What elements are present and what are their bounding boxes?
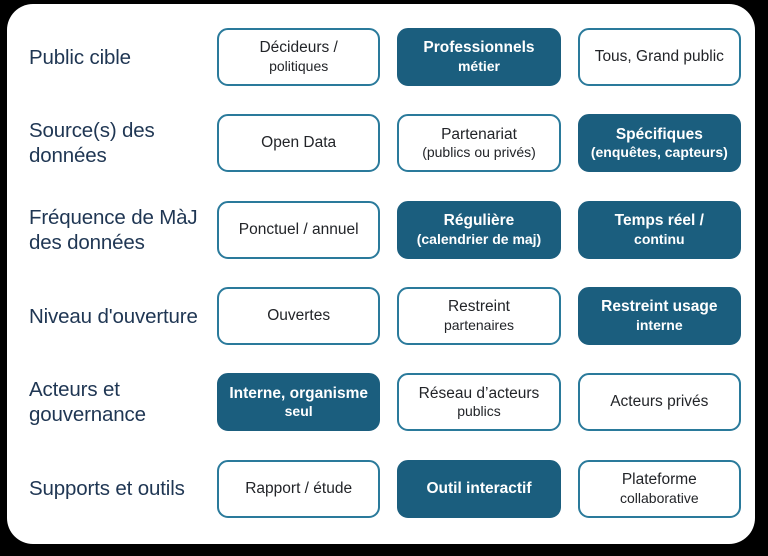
option-label: Partenariat [441,125,517,143]
option-label: Réseau d’acteurs [418,384,540,402]
option-content: Temps réel /continu [615,212,704,247]
option-source-s-des-donnees-open-data[interactable]: Open Data [217,114,381,173]
option-sublabel: continu [634,230,685,247]
option-frequence-de-maj-des-donnees-reguliere[interactable]: Régulière(calendrier de maj) [397,200,561,259]
option-label: Ponctuel / annuel [238,220,359,238]
option-content: Open Data [261,134,336,153]
matrix-row-frequence-de-maj-des-donnees: Fréquence de MàJ des données Ponctuel / a… [21,187,741,273]
option-label: Professionnels [423,39,535,57]
option-source-s-des-donnees-partenariat[interactable]: Partenariat(publics ou privés) [397,114,561,173]
option-label: Temps réel / [614,212,704,230]
option-sublabel: (calendrier de maj) [416,230,542,247]
row-label-supports-et-outils: Supports et outils [29,477,185,501]
option-label: Ouvertes [267,306,331,324]
option-sublabel: métier [457,58,500,75]
option-content: Spécifiques(enquêtes, capteurs) [591,126,728,161]
option-label: Open Data [261,134,337,152]
matrix-card: Public cible Décideurs /politiques Profess… [7,4,755,544]
option-sublabel: partenaires [443,317,515,334]
row-options-frequence-de-maj-des-donnees: Ponctuel / annuel Régulière(calendrier de… [217,187,741,273]
option-label: Spécifiques [615,125,703,143]
option-source-s-des-donnees-specifiques[interactable]: Spécifiques(enquêtes, capteurs) [577,114,741,173]
option-content: Partenariat(publics ou privés) [422,126,536,161]
option-content: Ouvertes [267,307,330,326]
option-content: Décideurs /politiques [259,39,337,74]
row-options-source-s-des-donnees: Open Data Partenariat(publics ou privés) S… [217,100,741,186]
option-label: Décideurs / [259,39,338,57]
row-label-acteurs-et-gouvernance: Acteurs et gouvernance [29,378,146,427]
option-acteurs-et-gouvernance-acteurs-prives[interactable]: Acteurs privés [577,373,741,432]
option-sublabel: interne [635,317,683,334]
option-sublabel: (enquêtes, capteurs) [590,144,728,161]
option-public-cible-decideurs[interactable]: Décideurs /politiques [217,28,381,87]
matrix-row-public-cible: Public cible Décideurs /politiques Profess… [21,14,741,100]
option-sublabel: collaborative [620,489,699,506]
option-label: Plateforme [621,471,697,489]
option-label: Acteurs privés [610,393,709,411]
matrix-row-source-s-des-donnees: Source(s) des données Open Data Partenaria… [21,100,741,186]
row-options-supports-et-outils: Rapport / étude Outil interactif Plateform… [217,446,741,532]
option-content: Ponctuel / annuel [239,221,359,240]
option-label: Restreint usage [601,298,718,316]
option-sublabel: (publics ou privés) [422,144,536,161]
option-label: Régulière [443,212,515,230]
option-label: Outil interactif [426,479,532,497]
option-niveau-d-ouverture-ouvertes[interactable]: Ouvertes [217,287,381,346]
option-label: Restreint [447,298,510,316]
option-label: Interne, organisme [229,384,368,402]
option-content: Outil interactif [426,480,531,499]
option-content: Tous, Grand public [595,48,724,67]
option-frequence-de-maj-des-donnees-ponctuel-annuel[interactable]: Ponctuel / annuel [217,200,381,259]
matrix-row-supports-et-outils: Supports et outils Rapport / étude Outil i… [21,446,741,532]
option-supports-et-outils-outil-interactif[interactable]: Outil interactif [397,459,561,518]
option-sublabel: publics [457,403,501,420]
row-label-frequence-de-maj-des-donnees: Fréquence de MàJ des données [29,205,198,254]
option-public-cible-tous-grand-public[interactable]: Tous, Grand public [577,28,741,87]
option-content: Acteurs privés [610,393,708,412]
option-content: Rapport / étude [245,480,352,499]
row-label-source-s-des-donnees: Source(s) des données [29,119,155,168]
option-label: Rapport / étude [245,479,353,497]
row-label-niveau-d-ouverture: Niveau d'ouverture [29,304,198,328]
option-sublabel: politiques [269,58,329,75]
matrix-grid: Public cible Décideurs /politiques Profess… [7,4,755,544]
option-frequence-de-maj-des-donnees-temps-reel[interactable]: Temps réel /continu [577,200,741,259]
matrix-row-acteurs-et-gouvernance: Acteurs et gouvernance Interne, organisme… [21,359,741,445]
option-supports-et-outils-rapport-etude[interactable]: Rapport / étude [217,459,381,518]
option-label: Tous, Grand public [594,47,724,65]
option-sublabel: seul [284,403,313,420]
row-label-public-cible: Public cible [29,45,131,69]
option-content: Régulière(calendrier de maj) [417,212,542,247]
